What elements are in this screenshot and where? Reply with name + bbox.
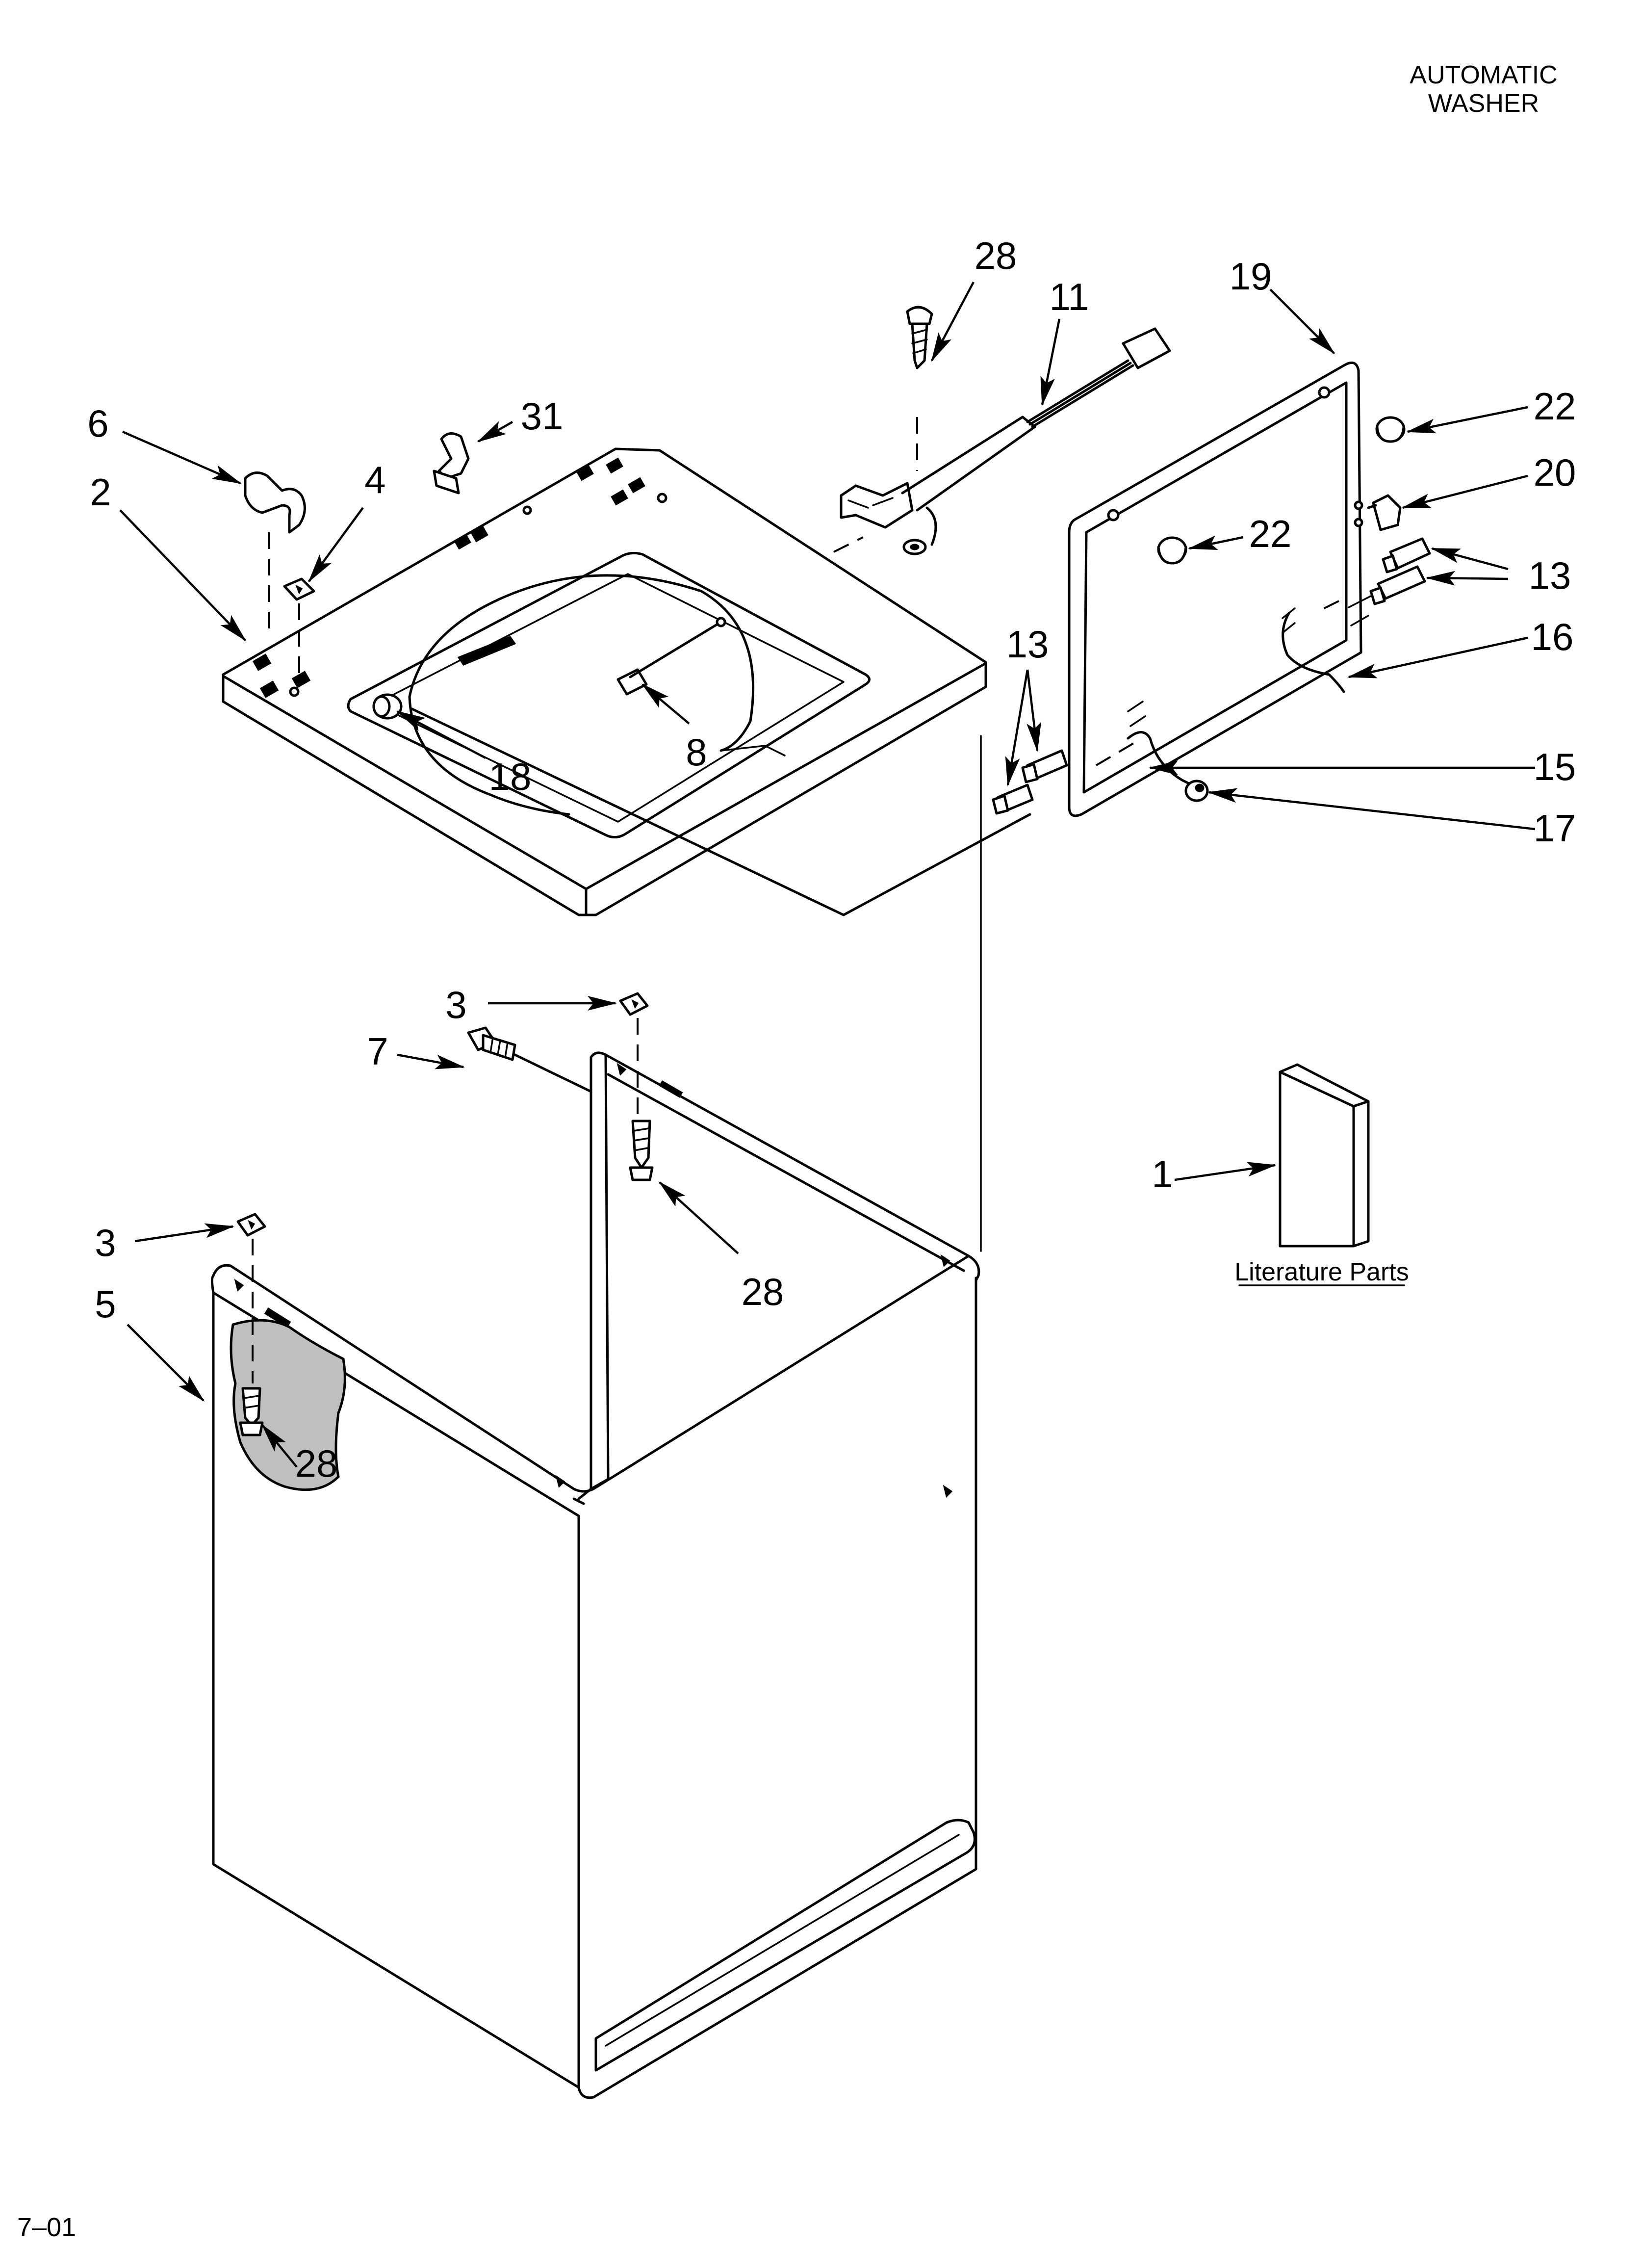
callout-3-left: 3 (95, 1221, 116, 1264)
screws-13-left (992, 749, 1068, 815)
callout-15: 15 (1534, 745, 1576, 788)
bolt-7 (467, 1026, 592, 1093)
clip-3-top (619, 992, 649, 1016)
callout-4: 4 (364, 458, 385, 501)
header-line-1: AUTOMATIC (1410, 61, 1557, 89)
leader-lines (119, 281, 1536, 1468)
footer-code: 7–01 (17, 2213, 76, 2242)
screws-13-right (1348, 537, 1431, 626)
literature-book (1279, 1063, 1370, 1248)
clip-20 (1367, 494, 1402, 531)
callout-6: 6 (87, 402, 108, 445)
callout-11: 11 (1050, 275, 1089, 318)
top-panel (222, 447, 1031, 916)
plug-17 (1184, 780, 1209, 802)
callout-31: 31 (521, 394, 564, 438)
callout-16: 16 (1531, 615, 1574, 658)
callout-28-mid: 28 (742, 1270, 784, 1313)
callout-1: 1 (1152, 1152, 1173, 1196)
callout-2: 2 (90, 470, 111, 514)
clamp-6 (244, 471, 306, 534)
callout-22-right: 22 (1534, 385, 1576, 428)
callout-17: 17 (1534, 807, 1576, 850)
knob-22-right (1375, 416, 1406, 443)
bracket-31 (433, 432, 470, 495)
callout-3-top: 3 (445, 983, 466, 1026)
callout-5: 5 (95, 1282, 116, 1326)
knob-22-inner (1157, 536, 1187, 565)
clip-4 (283, 577, 315, 601)
screw-28-top (906, 306, 933, 369)
callout-28-low: 28 (295, 1442, 338, 1485)
screw-28-low (239, 1387, 264, 1436)
literature-parts-label: Literature Parts (1234, 1258, 1409, 1286)
callout-18: 18 (489, 755, 532, 798)
screw-28-mid (629, 1120, 654, 1181)
callout-13-left: 13 (1006, 623, 1049, 666)
callout-22-inner: 22 (1249, 512, 1292, 555)
hinge-bolt (616, 617, 726, 696)
lid-switch-harness (840, 327, 1171, 555)
callout-7: 7 (367, 1030, 388, 1073)
callout-13-right: 13 (1529, 554, 1571, 597)
header-line-2: WASHER (1428, 89, 1539, 118)
clip-3-left (236, 1213, 266, 1237)
callout-19: 19 (1230, 255, 1272, 298)
cabinet (211, 735, 982, 2099)
lid-bumper (372, 693, 403, 720)
callout-20: 20 (1534, 451, 1576, 494)
console-frame (1068, 361, 1363, 817)
callout-8: 8 (686, 730, 707, 774)
callout-28-top: 28 (975, 234, 1017, 277)
